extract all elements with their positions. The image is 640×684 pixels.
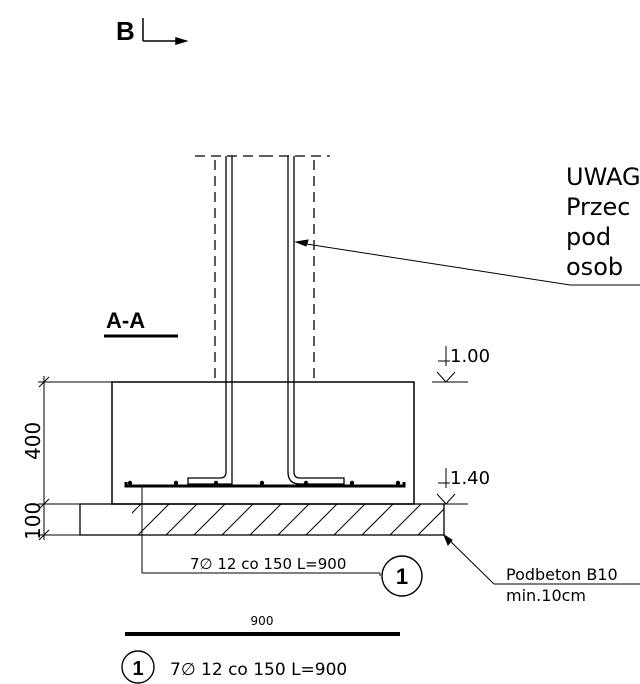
note-line: pod <box>566 223 611 251</box>
dim-100: 100 <box>21 502 45 540</box>
note-line: osob <box>566 253 623 281</box>
subbase-sublabel: min.10cm <box>506 586 586 605</box>
rebar-mark-bubble <box>381 555 423 597</box>
starter-bars <box>187 156 345 485</box>
rebar-callout: 7∅ 12 co 150 L=900 <box>190 555 346 573</box>
dim-400: 400 <box>21 422 45 460</box>
bar-shape <box>125 632 400 636</box>
bar-length-label: 900 <box>251 614 274 628</box>
rebar-mark: 1 <box>396 564 408 589</box>
subbase-leader <box>442 533 640 585</box>
note-leader <box>294 239 640 286</box>
section-b-label: B <box>116 16 135 46</box>
elevation-top: 1.00 <box>450 346 490 367</box>
elevation-bottom-marker <box>432 468 468 505</box>
section-b-arrow <box>142 18 189 46</box>
schedule-text: 7∅ 12 co 150 L=900 <box>170 660 347 680</box>
note-line: Przec <box>566 193 630 221</box>
schedule-mark-bubble <box>121 650 155 684</box>
section-a-title: A-A <box>106 308 145 333</box>
subbase <box>79 503 445 536</box>
elevation-bottom: 1.40 <box>450 468 490 489</box>
subbase-label: Podbeton B10 <box>506 565 618 584</box>
note-line: UWAG <box>566 163 640 191</box>
bottom-reinforcement <box>124 480 406 488</box>
note: UWAG Przec pod osob <box>566 163 640 281</box>
schedule-mark: 1 <box>132 658 143 680</box>
elevation-top-marker <box>432 346 468 383</box>
column-outline <box>195 155 330 380</box>
height-dimension <box>38 376 112 541</box>
rebar-callout-leader <box>141 486 381 576</box>
